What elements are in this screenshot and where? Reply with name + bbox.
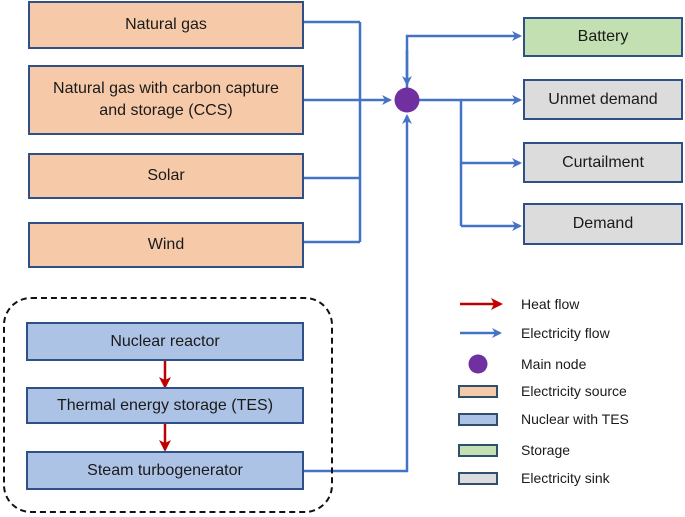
legend-electricity-source: Electricity source: [455, 380, 685, 402]
legend-label: Electricity source: [521, 383, 627, 399]
legend-nuclear-with-tes: Nuclear with TES: [455, 408, 685, 430]
legend-label: Electricity sink: [521, 470, 610, 486]
output-battery: Battery: [523, 17, 683, 57]
legend-nuclear-swatch: [458, 413, 498, 426]
source-label: Natural gas: [125, 16, 207, 33]
turbogenerator-to-node-arrow: [304, 114, 412, 473]
legend-main-node-swatch: [468, 354, 488, 374]
nuclear-label: Steam turbogenerator: [87, 461, 243, 479]
legend-sink-swatch: [458, 472, 498, 485]
output-label: Demand: [572, 215, 634, 232]
legend-label: Heat flow: [521, 296, 580, 312]
nuclear-label: Nuclear reactor: [110, 332, 220, 350]
output-demand: Demand: [523, 203, 683, 245]
source-wind: Wind: [28, 222, 304, 268]
source-natural-gas-ccs: Natural gas with carbon capture and stor…: [28, 65, 304, 135]
legend-label: Main node: [521, 356, 587, 372]
source-natural-gas: Natural gas: [28, 1, 304, 49]
tes-box: Thermal energy storage (TES): [26, 387, 304, 424]
nuclear-reactor-box: Nuclear reactor: [26, 322, 304, 361]
node-to-battery-arrow: [405, 31, 522, 88]
source-label: Natural gas with carbon capture and stor…: [53, 80, 279, 119]
legend-storage: Storage: [455, 439, 685, 461]
legend-label: Nuclear with TES: [521, 411, 629, 427]
source-label: Solar: [147, 167, 185, 184]
steam-turbogenerator-box: Steam turbogenerator: [26, 451, 304, 490]
legend-electricity-flow: Electricity flow: [455, 322, 685, 344]
output-label: Unmet demand: [548, 90, 658, 108]
output-curtailment: Curtailment: [523, 142, 683, 183]
source-solar: Solar: [28, 153, 304, 199]
nuclear-label: Thermal energy storage (TES): [56, 396, 274, 414]
legend-heat-flow: Heat flow: [455, 293, 685, 315]
output-label: Curtailment: [562, 153, 644, 171]
output-label: Battery: [577, 28, 629, 45]
output-unmet-demand: Unmet demand: [523, 79, 683, 120]
legend-source-swatch: [458, 385, 498, 398]
main-node: [394, 87, 420, 113]
nuclear-with-tes-group: [3, 297, 333, 513]
legend-electricity-sink: Electricity sink: [455, 467, 685, 489]
legend-label: Electricity flow: [521, 325, 610, 341]
source-label: Wind: [147, 236, 185, 253]
legend-label: Storage: [521, 442, 571, 458]
legend-main-node: Main node: [455, 353, 685, 375]
legend-storage-swatch: [458, 444, 498, 457]
